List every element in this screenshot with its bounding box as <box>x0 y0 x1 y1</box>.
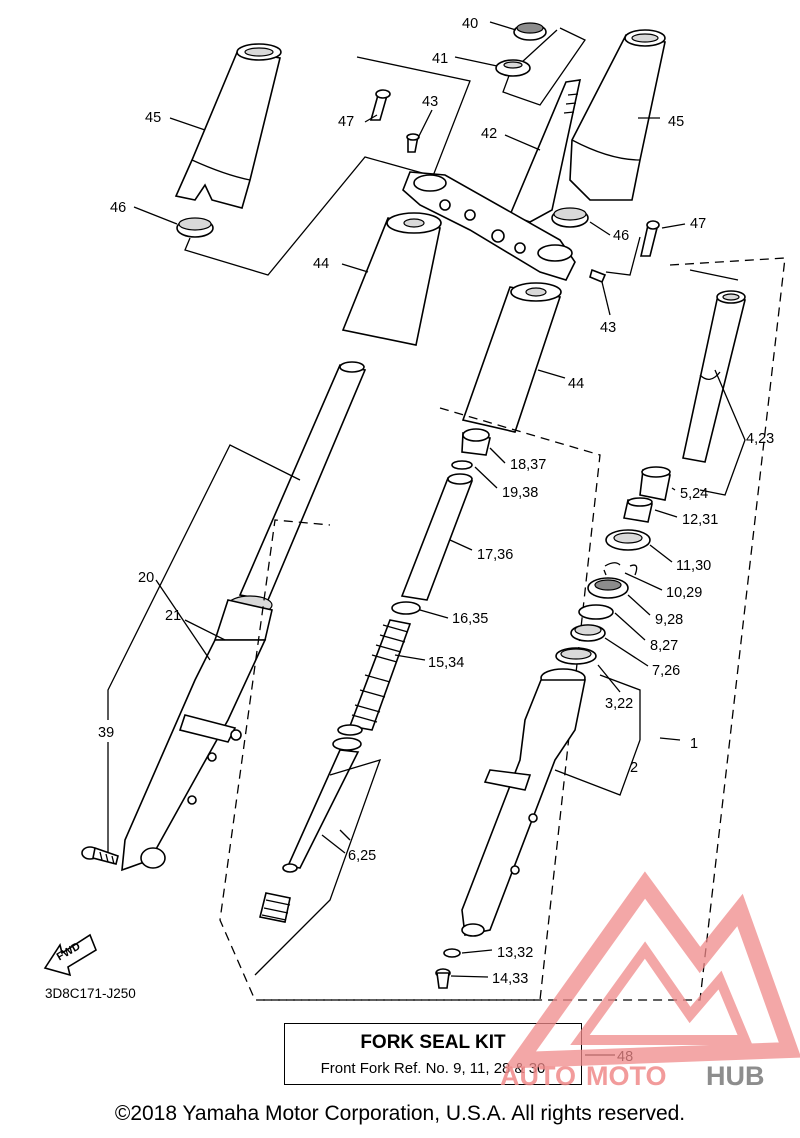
callout-7-26: 7,26 <box>652 663 680 679</box>
callout-5-24: 5,24 <box>680 486 708 502</box>
seal-ring-left <box>176 217 214 238</box>
callout-13-32: 13,32 <box>497 945 533 961</box>
cap-bolt <box>461 428 491 456</box>
callout-40: 40 <box>462 16 478 32</box>
fork-assembly-left <box>121 361 367 872</box>
bolt-14 <box>435 968 451 989</box>
washer <box>495 59 531 77</box>
callout-3-22: 3,22 <box>605 696 633 712</box>
seal-ring-right <box>551 207 589 228</box>
rebound-spring <box>259 892 291 923</box>
callout-18-37: 18,37 <box>510 457 546 473</box>
seal-kit-title: FORK SEAL KIT <box>360 1032 506 1053</box>
callout-15-34: 15,34 <box>428 655 464 671</box>
callout-11-30: 11,30 <box>676 558 711 574</box>
slide-metal-upper <box>639 466 671 501</box>
slide-metal-lower <box>623 497 653 523</box>
callout-8-27: 8,27 <box>650 638 678 654</box>
callout-45-left: 45 <box>145 110 161 126</box>
callout-6-25: 6,25 <box>348 848 376 864</box>
spacer-pipe <box>400 473 474 601</box>
dust-seal <box>587 577 629 599</box>
callout-10-29: 10,29 <box>666 585 702 601</box>
bolt-39 <box>81 846 119 865</box>
callout-12-31: 12,31 <box>682 512 718 528</box>
callout-9-28: 9,28 <box>655 612 683 628</box>
o-ring <box>451 460 473 470</box>
callout-14-33: 14,33 <box>492 971 528 987</box>
fork-spring <box>348 619 412 731</box>
ring <box>570 624 606 642</box>
callout-45-right: 45 <box>668 114 684 130</box>
callout-21: 21 <box>165 608 181 624</box>
fwd-arrow <box>43 933 97 977</box>
bushing <box>555 647 597 665</box>
bolt-47-right <box>639 220 660 257</box>
steering-nut <box>513 22 547 41</box>
outer-tube-lower <box>461 668 586 937</box>
callout-20: 20 <box>138 570 154 586</box>
outer-tube-44-left <box>341 212 442 346</box>
copyright-notice: ©2018 Yamaha Motor Corporation, U.S.A. A… <box>114 1102 686 1125</box>
washer-13 <box>443 948 461 958</box>
bracket-43-right <box>605 236 641 276</box>
damper-rod <box>282 724 363 873</box>
callout-2: 2 <box>630 760 638 776</box>
fork-cover-left <box>174 43 282 209</box>
seal-washer <box>578 604 614 620</box>
callout-44-right: 44 <box>568 376 584 392</box>
callout-43-lower: 43 <box>600 320 616 336</box>
callout-44-left: 44 <box>313 256 329 272</box>
leader-lines <box>133 21 686 1056</box>
retaining-clip <box>603 562 638 576</box>
steering-stem <box>508 79 582 223</box>
dash-group-middle <box>219 407 601 1001</box>
oil-seal <box>605 529 651 551</box>
callout-43-upper: 43 <box>422 94 438 110</box>
upper-bracket <box>402 171 576 281</box>
seal-kit-subtitle: Front Fork Ref. No. 9, 11, 28 & 30 <box>320 1060 546 1077</box>
callout-16-35: 16,35 <box>452 611 488 627</box>
dash-group-right <box>258 257 786 1001</box>
callout-46-right: 46 <box>613 228 629 244</box>
fork-cover-right <box>569 29 666 201</box>
spring-seat <box>391 601 421 615</box>
bracket-left-group <box>184 56 471 276</box>
bolt-43-upper <box>406 133 420 153</box>
callout-47-left: 47 <box>338 114 354 130</box>
callout-46-left: 46 <box>110 200 126 216</box>
callout-1: 1 <box>690 736 698 752</box>
bolt-43-lower <box>589 268 607 284</box>
callout-17-36: 17,36 <box>477 547 513 563</box>
callout-4-23: 4,23 <box>746 431 774 447</box>
inner-tube <box>682 290 746 463</box>
callout-41: 41 <box>432 51 448 67</box>
callout-19-38: 19,38 <box>502 485 538 501</box>
bolt-47-left <box>369 89 391 121</box>
callout-48: 48 <box>617 1049 633 1065</box>
callout-42: 42 <box>481 126 497 142</box>
outer-tube-44-right <box>461 282 562 433</box>
leader-20-21 <box>107 444 301 720</box>
fork-seal-kit-box: FORK SEAL KIT Front Fork Ref. No. 9, 11,… <box>284 1023 582 1085</box>
callout-39: 39 <box>98 725 114 741</box>
callout-47-right: 47 <box>690 216 706 232</box>
diagram-code: 3D8C171-J250 <box>45 986 136 1001</box>
